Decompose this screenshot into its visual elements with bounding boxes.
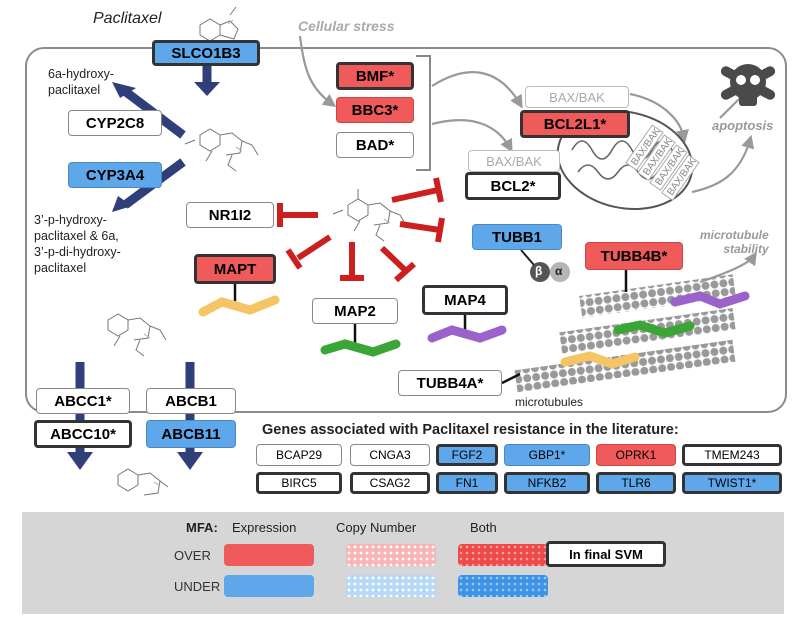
gene-mapt: MAPT — [194, 254, 276, 284]
swatch-over-both — [458, 544, 548, 566]
lit-birc5: BIRC5 — [256, 472, 342, 494]
beta-tubulin-label: β — [535, 264, 543, 278]
swatch-over-copy-number — [346, 544, 436, 566]
lit-tmem243: TMEM243 — [682, 444, 782, 466]
gene-bbc3: BBC3* — [336, 97, 414, 123]
microtubules-label: microtubules — [515, 395, 584, 409]
swatch-over-expression — [224, 544, 314, 566]
map4-binding-motif — [427, 325, 507, 343]
lit-bcap29: BCAP29 — [256, 444, 342, 466]
gene-nr1i2: NR1I2 — [186, 202, 274, 228]
mt-green-motif — [613, 320, 695, 338]
microtubule-stability-label: microtubule stability — [700, 228, 769, 256]
gene-bcl2: BCL2* — [465, 172, 561, 200]
gene-tubb4a: TUBB4A* — [398, 370, 502, 396]
mt-purple-motif — [670, 291, 750, 309]
lit-fgf2: FGF2 — [436, 444, 498, 466]
cell-membrane — [25, 47, 787, 413]
swatch-under-both — [458, 575, 548, 597]
metabolism-arrowheads — [67, 82, 220, 470]
metabolite-3p-label: 3’-p-hydroxy- paclitaxel & 6a, 3’-p-di-h… — [34, 213, 121, 275]
lit-csag2: CSAG2 — [350, 472, 430, 494]
gene-slco1b3: SLCO1B3 — [152, 40, 260, 66]
lit-cnga3: CNGA3 — [350, 444, 430, 466]
gene-bcl2l1: BCL2L1* — [520, 110, 630, 138]
beta-tubulin-icon — [530, 262, 550, 282]
tubb1-link — [520, 249, 535, 266]
mt-yellow-motif — [560, 351, 640, 369]
literature-title: Genes associated with Paclitaxel resista… — [262, 422, 679, 438]
drug-title: Paclitaxel — [93, 10, 162, 27]
legend-col-expression: Expression — [232, 520, 297, 535]
map2-binding-motif — [320, 339, 401, 357]
stress-bracket — [416, 55, 431, 171]
lit-tlr6: TLR6 — [596, 472, 676, 494]
gene-bax-bak-top: BAX/BAK — [525, 86, 629, 108]
microtubule-icon — [514, 274, 736, 393]
legend-row-under: UNDER — [174, 579, 221, 594]
gene-abcc10: ABCC10* — [34, 420, 132, 448]
gene-map2: MAP2 — [312, 298, 398, 324]
gene-tubb4b: TUBB4B* — [585, 242, 683, 270]
gene-map4: MAP4 — [422, 285, 508, 315]
swatch-under-expression — [224, 575, 314, 597]
lit-nfkb2: NFKB2 — [504, 472, 590, 494]
alpha-tubulin-label: α — [555, 264, 563, 278]
gene-bad: BAD* — [336, 132, 414, 158]
legend-col-both: Both — [470, 520, 497, 535]
map-connectors — [233, 270, 628, 385]
mapt-binding-motif — [198, 295, 280, 317]
skull-crossbones-icon — [720, 64, 776, 106]
lit-fn1: FN1 — [436, 472, 498, 494]
gene-abcb11: ABCB11 — [146, 420, 236, 448]
molecule-oxygen-marks — [143, 19, 391, 487]
apoptosis-label: apoptosis — [712, 118, 774, 133]
paclitaxel-molecule-icon — [107, 6, 407, 496]
legend-final-svm: In final SVM — [546, 541, 666, 567]
lit-oprk1: OPRK1 — [596, 444, 676, 466]
gene-bmf: BMF* — [336, 62, 414, 90]
legend-mfa-label: MFA: — [186, 520, 218, 535]
legend-col-copy-number: Copy Number — [336, 520, 417, 535]
gene-abcc1: ABCC1* — [36, 388, 130, 414]
gene-bax-bak-mid: BAX/BAK — [468, 150, 560, 172]
gene-cyp2c8: CYP2C8 — [68, 110, 162, 136]
gene-cyp3a4: CYP3A4 — [68, 162, 162, 188]
metabolite-6a-label: 6a-hydroxy- paclitaxel — [48, 67, 114, 97]
gene-tubb1: TUBB1 — [472, 224, 562, 250]
lit-gbp1: GBP1* — [504, 444, 590, 466]
inhibition-arrows — [277, 177, 445, 283]
swatch-under-copy-number — [346, 575, 436, 597]
alpha-tubulin-icon — [550, 262, 570, 282]
legend-row-over: OVER — [174, 548, 211, 563]
gene-abcb1: ABCB1 — [146, 388, 236, 414]
lit-twist1: TWIST1* — [682, 472, 782, 494]
cellular-stress-label: Cellular stress — [298, 18, 395, 34]
stress-arrows — [298, 35, 763, 284]
